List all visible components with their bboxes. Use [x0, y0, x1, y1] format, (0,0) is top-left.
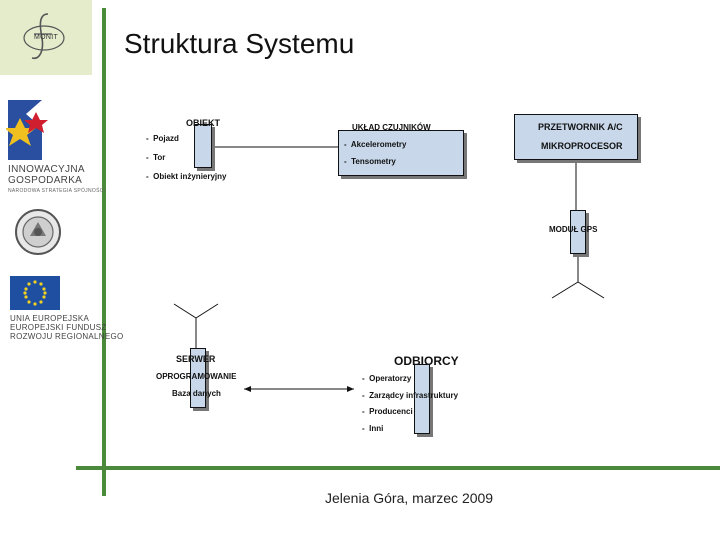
odbiorcy-item-2: - Zarządcy infrastruktury: [362, 391, 459, 400]
uklad-czujnikow-node: [338, 130, 464, 176]
page-title: Struktura Systemu: [124, 28, 355, 59]
przetwornik-node: [514, 114, 638, 160]
eu-logo-line3: ROZWOJU REGIONALNEGO: [10, 332, 124, 341]
ig-logo-line2: GOSPODARKA: [8, 175, 83, 186]
eu-logo-line1: UNIA EUROPEJSKA: [10, 314, 90, 323]
serwer-title: SERWER: [176, 354, 216, 364]
odbiorcy-item-1: - Operatorzy: [362, 374, 412, 383]
odbiorcy-item-3: - Producenci: [362, 407, 413, 416]
uklad-item-1: - Akcelerometry: [344, 140, 407, 149]
ig-logo-line1: INNOWACYJNA: [8, 164, 85, 175]
modul-gps-node: [570, 210, 586, 254]
odbiorcy-node: [414, 364, 430, 434]
university-seal-icon: [15, 209, 61, 255]
modul-antenna-right: [577, 281, 605, 299]
obiekt-item-3: - Obiekt inżynieryjny: [146, 172, 227, 181]
przetwornik-line2: MIKROPROCESOR: [541, 141, 623, 151]
header-logo-tile: [0, 0, 92, 75]
modul-antenna-left: [551, 281, 579, 299]
obiekt-item-2: - Tor: [146, 153, 166, 162]
serwer-antenna-right: [195, 303, 219, 319]
serwer-antenna-left: [173, 303, 197, 319]
footer-location-date: Jelenia Góra, marzec 2009: [325, 490, 494, 506]
przetwornik-line1: PRZETWORNIK A/C: [538, 122, 623, 132]
obiekt-item-1: - Pojazd: [146, 134, 179, 143]
monit-logo-text: MONIT: [34, 34, 59, 41]
innowacyjna-gospodarka-logo: [6, 100, 48, 160]
ig-logo-line3: NARODOWA STRATEGIA SPÓJNOŚCI: [8, 188, 106, 194]
monit-logo: [23, 13, 65, 60]
serwer-item-2: Baza danych: [172, 389, 221, 398]
eu-flag-icon: [10, 276, 60, 310]
vertical-accent-bar: [102, 8, 106, 496]
arrowhead-left: [244, 386, 251, 392]
arrowhead-right: [347, 386, 354, 392]
obiekt-node: [194, 124, 212, 168]
obiekt-title: OBIEKT: [186, 118, 221, 128]
odbiorcy-title: ODBIORCY: [394, 354, 459, 368]
odbiorcy-item-4: - Inni: [362, 424, 384, 433]
uklad-title: UKŁAD CZUJNIKÓW: [352, 123, 431, 132]
uklad-item-2: - Tensometry: [344, 157, 396, 166]
modul-gps-label: MODUŁ GPS: [549, 225, 598, 234]
serwer-item-1: OPROGRAMOWANIE: [156, 372, 237, 381]
eu-logo-line2: EUROPEJSKI FUNDUSZ: [10, 323, 107, 332]
serwer-node: [190, 348, 206, 408]
horizontal-accent-bar: [76, 466, 720, 470]
